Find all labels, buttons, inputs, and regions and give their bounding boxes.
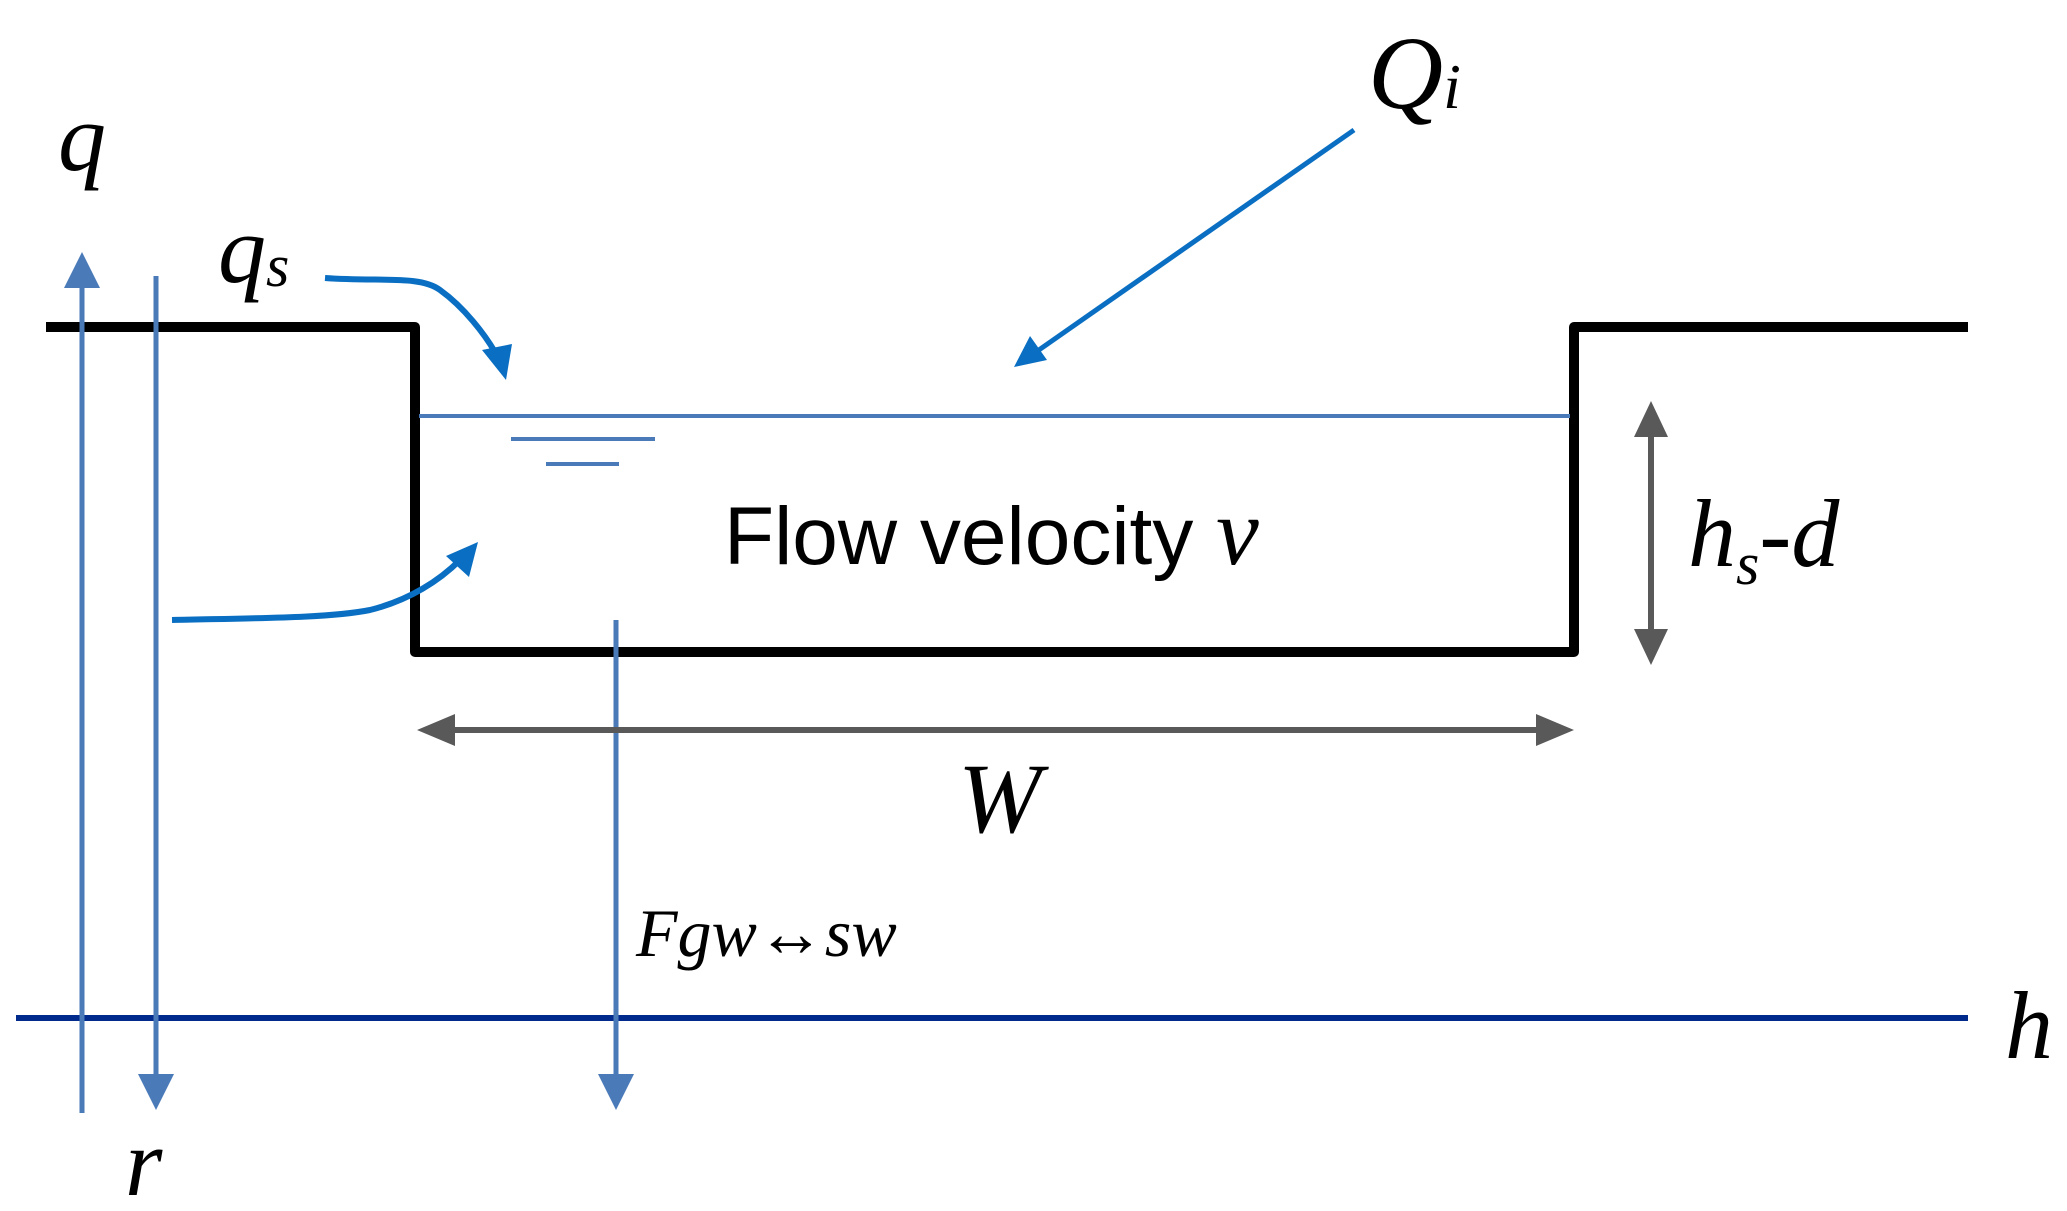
label-Qi-main: Q bbox=[1368, 16, 1443, 131]
label-hs-main: h bbox=[1688, 480, 1736, 587]
label-exchange: Fgw↔sw bbox=[635, 895, 897, 971]
label-W: W bbox=[958, 743, 1049, 854]
label-hs-sub: s bbox=[1736, 531, 1759, 597]
label-Qi-sub: i bbox=[1443, 51, 1461, 122]
r-recharge-arrow bbox=[138, 276, 174, 1110]
label-hs-d: hs-d bbox=[1688, 480, 1840, 597]
label-qs-main: q bbox=[218, 196, 266, 303]
exchange-flux-arrow bbox=[598, 620, 634, 1110]
label-flow-velocity: Flow velocity v bbox=[724, 478, 1259, 585]
label-q: q bbox=[58, 84, 106, 191]
label-flow-var: v bbox=[1216, 478, 1259, 585]
label-h: h bbox=[2005, 972, 2053, 1079]
qs-inflow-arrow bbox=[324, 275, 512, 380]
Qi-inflow-arrow bbox=[1014, 127, 1356, 367]
label-qs-sub: s bbox=[266, 233, 289, 299]
lateral-inflow-arrow bbox=[171, 542, 478, 623]
label-hs-rest: -d bbox=[1759, 480, 1840, 587]
q-flux-arrow bbox=[64, 252, 100, 1113]
label-r: r bbox=[125, 1109, 163, 1211]
width-dimension-arrow bbox=[417, 714, 1574, 746]
label-flow-text: Flow velocity bbox=[724, 491, 1216, 582]
label-qs: qs bbox=[218, 196, 289, 303]
depth-dimension-arrow bbox=[1634, 401, 1668, 665]
channel-outline bbox=[46, 322, 1968, 657]
label-Qi: Qi bbox=[1368, 16, 1461, 131]
